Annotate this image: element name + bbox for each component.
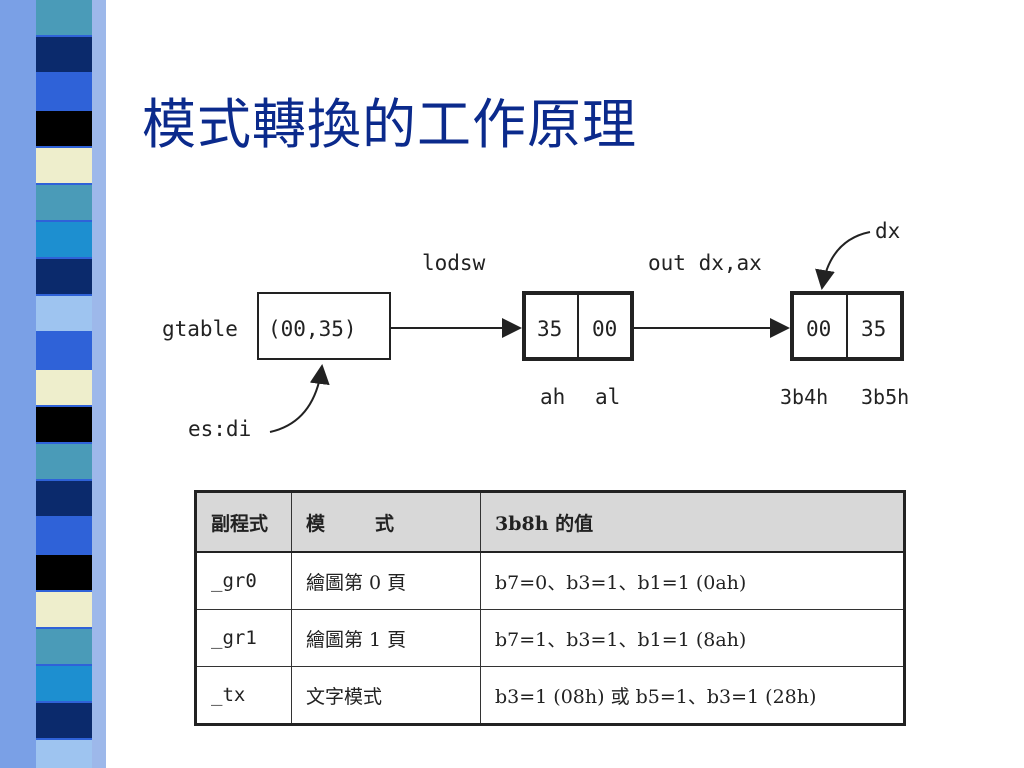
stripe-block — [36, 703, 92, 738]
stripe-block — [36, 111, 92, 146]
stripe-block — [36, 148, 92, 183]
stripe-block — [36, 592, 92, 627]
stripe-block — [36, 0, 92, 35]
table-cell: _gr1 — [195, 609, 292, 667]
stripe-block — [36, 333, 92, 368]
esdi-pointer-arrow — [269, 364, 330, 433]
table-cell: 繪圖第 1 頁 — [291, 609, 481, 667]
ax-cell-ah: 35 — [537, 317, 562, 341]
port-label-3b4h: 3b4h — [780, 385, 828, 409]
port-label-3b5h: 3b5h — [861, 385, 909, 409]
stripe-block — [36, 74, 92, 109]
port-cell-3b4h: 00 — [806, 317, 831, 341]
stripe-block — [36, 185, 92, 220]
table-cell: 繪圖第 0 頁 — [291, 551, 481, 610]
dx-pointer-arrow — [815, 231, 871, 290]
esdi-label: es:di — [188, 417, 251, 441]
dx-label: dx — [875, 219, 900, 243]
stripe-block — [36, 555, 92, 590]
stripe-block — [36, 666, 92, 701]
stripe-block — [36, 37, 92, 72]
header-mode: 模 式 — [291, 491, 481, 553]
table-row: _gr1 繪圖第 1 頁 b7=1、b3=1、b1=1 (8ah) — [195, 609, 905, 667]
mode-table: 副程式 模 式 3b8h 的值 _gr0 繪圖第 0 頁 b7=0、b3=1、b… — [194, 490, 906, 726]
decorative-stripe-bar — [0, 0, 106, 768]
table-cell: b7=1、b3=1、b1=1 (8ah) — [480, 609, 905, 667]
gtable-box — [257, 292, 391, 360]
header-subroutine: 副程式 — [195, 491, 292, 553]
header-3b8h-value: 3b8h 的值 — [480, 491, 905, 553]
stripe-block — [36, 407, 92, 442]
gtable-label: gtable — [162, 317, 238, 341]
table-row: _gr0 繪圖第 0 頁 b7=0、b3=1、b1=1 (0ah) — [195, 551, 905, 610]
table-cell: _gr0 — [195, 551, 292, 610]
slide-title: 模式轉換的工作原理 — [142, 93, 637, 156]
table-cell: b3=1 (08h) 或 b5=1、b3=1 (28h) — [480, 666, 905, 725]
out-label: out dx,ax — [648, 251, 762, 275]
table-cell: _tx — [195, 666, 292, 725]
stripe-block — [36, 259, 92, 294]
table-cell: 文字模式 — [291, 666, 481, 725]
ax-cell-al: 00 — [592, 317, 617, 341]
table-header-row: 副程式 模 式 3b8h 的值 — [195, 491, 905, 553]
al-label: al — [595, 385, 620, 409]
stripe-block — [36, 444, 92, 479]
ah-label: ah — [540, 385, 565, 409]
stripe-block — [36, 296, 92, 331]
stripe-block — [36, 222, 92, 257]
stripe-block — [36, 518, 92, 553]
stripe-block — [36, 370, 92, 405]
stripe-block — [36, 629, 92, 664]
gtable-value: (00,35) — [268, 317, 357, 341]
table-row: _tx 文字模式 b3=1 (08h) 或 b5=1、b3=1 (28h) — [195, 666, 905, 725]
mode-switch-diagram: gtable (00,35) lodsw 35 00 ah al out dx,… — [162, 219, 909, 441]
stripe-block — [36, 740, 92, 768]
port-cell-3b5h: 35 — [861, 317, 886, 341]
lodsw-label: lodsw — [422, 251, 486, 275]
table-cell: b7=0、b3=1、b1=1 (0ah) — [480, 551, 905, 610]
stripe-block — [36, 481, 92, 516]
